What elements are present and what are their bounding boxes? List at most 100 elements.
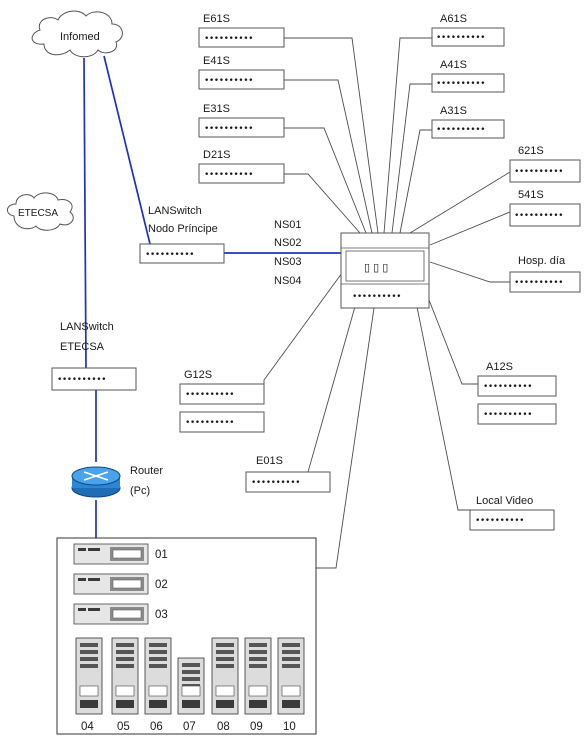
switch-hosp-label: Hosp. día — [518, 255, 566, 267]
etecsa-switch-label-1: LANSwitch — [60, 321, 114, 333]
tower-server-04: 04 — [75, 637, 103, 733]
wire-621 — [409, 171, 511, 234]
rack-server-02-label: 02 — [155, 579, 168, 591]
port-ns02: NS02 — [274, 237, 302, 249]
switch-e61-label: E61S — [203, 13, 230, 25]
tower-server-09-label: 09 — [250, 721, 263, 733]
port-ns03: NS03 — [274, 256, 302, 268]
router-label-1: Router — [130, 465, 163, 477]
nodo-label-2: Nodo Príncipe — [148, 223, 218, 235]
wire-d21 — [284, 173, 361, 234]
nodo-label-1: LANSwitch — [148, 205, 202, 217]
switch-hosp-ports: •••••••••• — [514, 278, 563, 288]
router-icon — [83, 471, 109, 481]
wire-servers — [316, 307, 375, 569]
wire-e61 — [284, 37, 379, 234]
switch-e61-ports: •••••••••• — [204, 34, 253, 44]
switch-hosp-dia: Hosp. día •••••••••• — [509, 255, 581, 293]
switch-local-video: Local Video •••••••••• — [469, 495, 555, 531]
rack-server-01: 01 — [73, 543, 168, 565]
tower-server-05-label: 05 — [117, 721, 130, 733]
switch-g12-label: G12S — [184, 369, 212, 381]
tower-server-07-label: 07 — [183, 721, 196, 733]
switch-a12-ports-a: •••••••••• — [483, 382, 532, 392]
lanswitch-etecsa: LANSwitch ETECSA •••••••••• — [51, 321, 137, 391]
switch-d21: D21S •••••••••• — [198, 149, 285, 184]
switch-g12: G12S •••••••••• •••••••••• — [179, 369, 265, 433]
wire-a41 — [391, 83, 432, 234]
etecsa-switch-ports: •••••••••• — [57, 375, 106, 385]
tower-servers: 04 05 06 07 08 09 10 — [75, 637, 305, 733]
switch-a61-label: A61S — [440, 13, 467, 25]
wire-e31 — [284, 127, 367, 234]
tower-server-08: 08 — [211, 637, 239, 733]
switch-621-label: 621S — [518, 145, 544, 157]
tower-server-08-label: 08 — [217, 721, 230, 733]
switch-a31: A31S •••••••••• — [431, 105, 505, 139]
core-ports-dots: •••••••••• — [352, 292, 401, 302]
rack-server-03: 03 — [73, 603, 168, 625]
switch-e01: E01S •••••••••• — [245, 455, 331, 493]
lanswitch-nodo-principe: LANSwitch Nodo Príncipe •••••••••• — [139, 205, 225, 264]
tower-server-10-label: 10 — [283, 721, 296, 733]
tower-server-06-label: 06 — [150, 721, 163, 733]
switch-e31-ports: •••••••••• — [204, 124, 253, 134]
switch-e61: E61S •••••••••• — [198, 13, 285, 48]
switch-video-label: Local Video — [476, 495, 533, 507]
switch-a41-ports: •••••••••• — [436, 79, 485, 89]
switch-e31-label: E31S — [203, 103, 230, 115]
switch-541: 541S •••••••••• — [509, 189, 581, 227]
router-label-2: (Pc) — [130, 485, 150, 497]
switch-d21-label: D21S — [203, 149, 231, 161]
core-port-labels: NS01 NS02 NS03 NS04 — [274, 219, 302, 287]
switch-a12-label: A12S — [486, 361, 513, 373]
wire-video — [411, 281, 470, 511]
tower-server-06: 06 — [144, 637, 172, 733]
infomed-label: Infomed — [60, 31, 100, 43]
switch-a41-label: A41S — [440, 59, 467, 71]
rack-server-02: 02 — [73, 573, 168, 595]
tower-server-10: 10 — [277, 637, 305, 733]
switch-621-ports: •••••••••• — [514, 167, 563, 177]
tower-server-07: 07 — [177, 657, 205, 733]
port-ns01: NS01 — [274, 219, 302, 231]
etecsa-switch-label-2: ETECSA — [60, 341, 105, 353]
rack-server-01-label: 01 — [155, 549, 168, 561]
switch-video-ports: •••••••••• — [475, 516, 524, 526]
router: Router (Pc) — [71, 465, 163, 498]
nodo-ports: •••••••••• — [145, 250, 194, 260]
switch-e31: E31S •••••••••• — [198, 103, 285, 138]
wire-a61 — [383, 37, 432, 234]
tower-server-09: 09 — [244, 637, 272, 733]
switch-541-ports: •••••••••• — [514, 211, 563, 221]
switch-e41-ports: •••••••••• — [204, 76, 253, 86]
switch-a61: A61S •••••••••• — [431, 13, 505, 47]
switch-a61-ports: •••••••••• — [436, 33, 485, 43]
tower-server-04-label: 04 — [81, 721, 94, 733]
core-port-icons: ▯ ▯ ▯ — [364, 262, 388, 274]
switch-621: 621S •••••••••• — [509, 145, 581, 183]
link-infomed-nodo — [103, 55, 151, 245]
wire-541 — [429, 211, 511, 246]
wire-a12 — [421, 281, 478, 385]
switch-a12-ports-b: •••••••••• — [483, 410, 532, 420]
switch-e41: E41S •••••••••• — [198, 55, 285, 90]
port-ns04: NS04 — [274, 275, 302, 287]
link-infomed-etecsa-switch — [83, 57, 87, 369]
switch-g12-ports-b: •••••••••• — [185, 418, 234, 428]
switch-d21-ports: •••••••••• — [204, 170, 253, 180]
wire-a31 — [399, 129, 432, 234]
switch-a31-ports: •••••••••• — [436, 125, 485, 135]
cloud-infomed: Infomed — [31, 10, 123, 58]
wire-hosp — [429, 261, 510, 283]
switch-g12-ports-a: •••••••••• — [185, 390, 234, 400]
switch-e41-label: E41S — [203, 55, 230, 67]
etecsa-cloud-label: ETECSA — [18, 208, 58, 219]
core-switch: ▯ ▯ ▯ •••••••••• — [340, 232, 430, 309]
switch-a12: A12S •••••••••• •••••••••• — [477, 361, 557, 425]
wire-e41 — [284, 79, 373, 234]
switch-e01-label: E01S — [256, 455, 283, 467]
rack-server-03-label: 03 — [155, 609, 168, 621]
switch-541-label: 541S — [518, 189, 544, 201]
